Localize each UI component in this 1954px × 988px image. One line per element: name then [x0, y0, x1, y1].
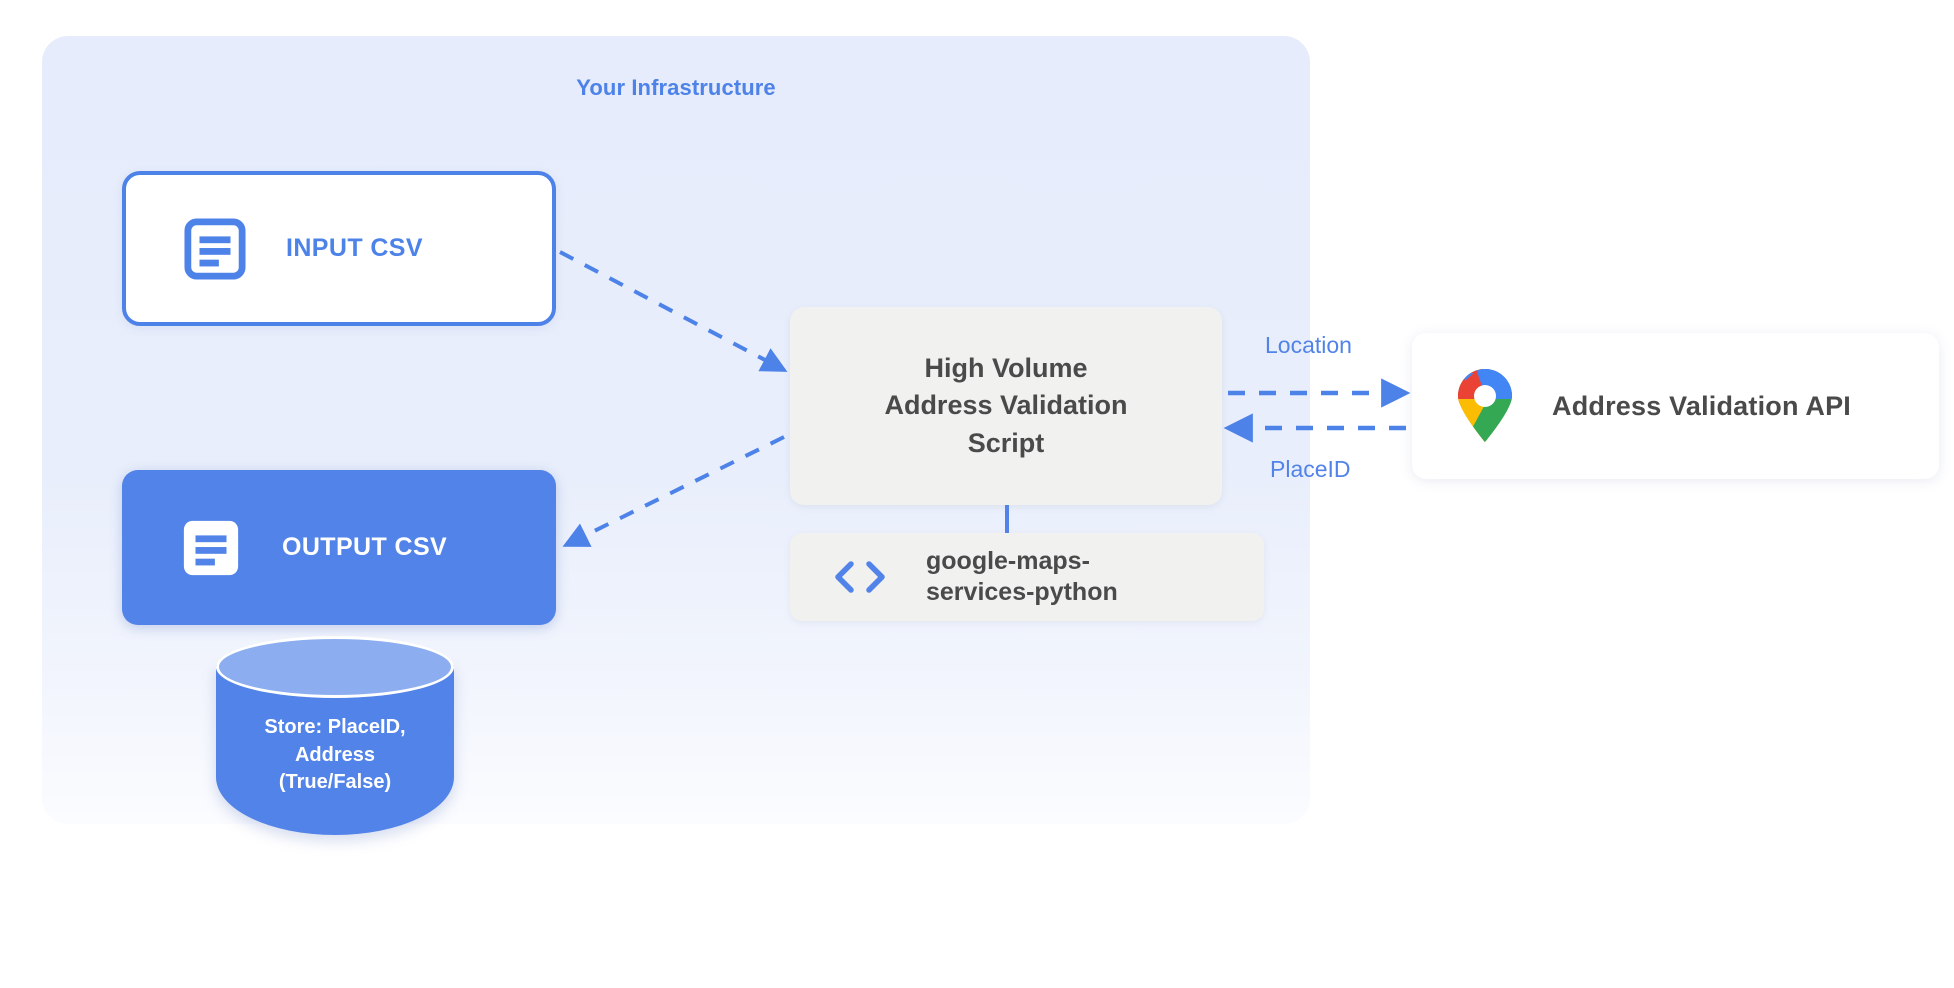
- script-line-2: Address Validation: [884, 390, 1128, 421]
- input-csv-node[interactable]: INPUT CSV: [122, 171, 556, 326]
- output-csv-node[interactable]: OUTPUT CSV: [122, 470, 556, 625]
- document-icon: [184, 217, 246, 280]
- address-validation-api-node[interactable]: Address Validation API: [1412, 333, 1939, 479]
- library-node[interactable]: google-maps- services-python: [790, 533, 1264, 621]
- infrastructure-title: Your Infrastructure: [576, 75, 776, 100]
- database-label: Store: PlaceID, Address (True/False): [216, 714, 454, 797]
- code-brackets-icon: [835, 561, 885, 593]
- library-line-1: google-maps-: [926, 547, 1090, 575]
- edge-label-location: Location: [1265, 332, 1352, 358]
- library-line-2: services-python: [926, 578, 1118, 606]
- document-icon: [183, 520, 239, 575]
- script-line-3: Script: [967, 427, 1045, 458]
- output-csv-label: OUTPUT CSV: [282, 533, 448, 561]
- input-csv-label: INPUT CSV: [286, 234, 423, 262]
- script-label: High Volume Address Validation Script: [884, 350, 1127, 462]
- edge-label-placeid: PlaceID: [1270, 456, 1351, 482]
- script-node[interactable]: High Volume Address Validation Script: [790, 307, 1222, 505]
- database-line-3: (True/False): [278, 771, 392, 794]
- address-validation-api-label: Address Validation API: [1552, 390, 1851, 421]
- database-line-2: Address: [294, 743, 376, 766]
- library-label: google-maps- services-python: [926, 546, 1118, 608]
- database-top-ellipse: [216, 636, 454, 698]
- database-line-1: Store: PlaceID,: [264, 716, 406, 738]
- database-node[interactable]: Store: PlaceID, Address (True/False): [216, 636, 454, 864]
- script-line-1: High Volume: [924, 353, 1088, 384]
- edge-script-to-library: [1005, 505, 1009, 535]
- google-maps-pin-icon: [1458, 369, 1513, 443]
